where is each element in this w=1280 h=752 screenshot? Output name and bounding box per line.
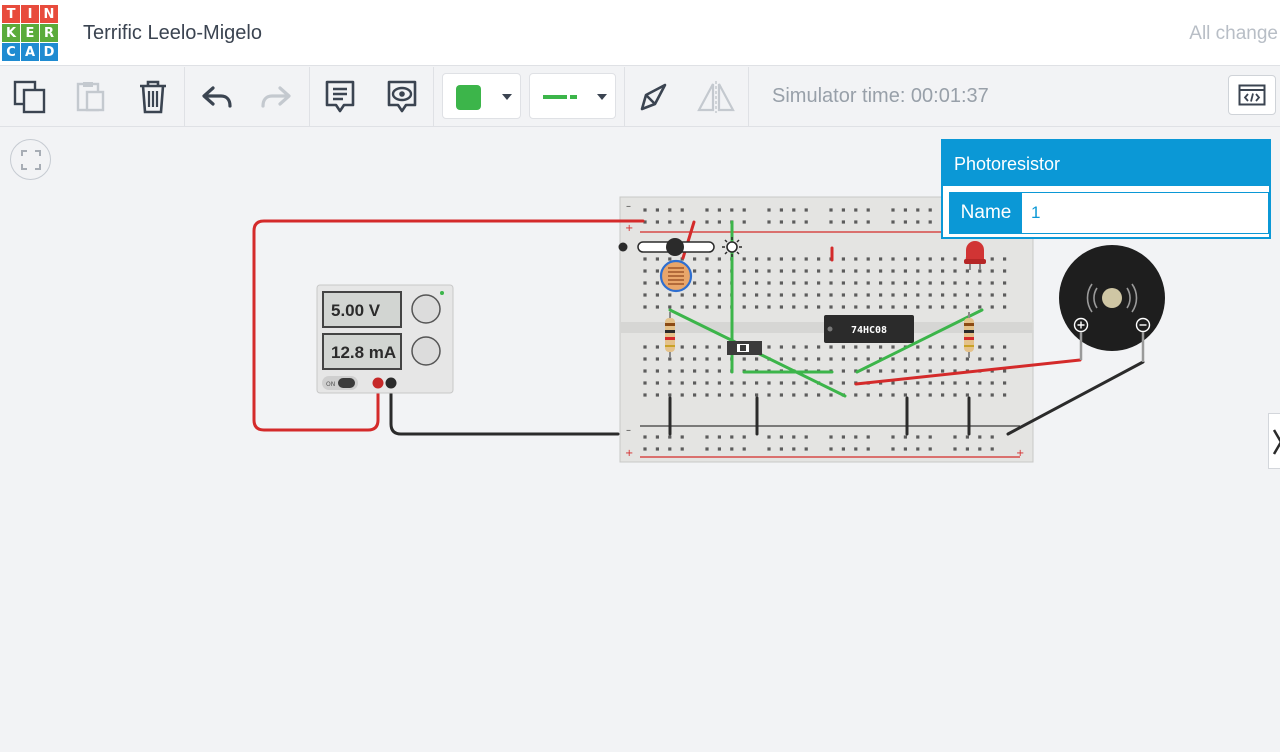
slide-switch[interactable] [727, 341, 762, 355]
light-slider[interactable] [618, 237, 743, 257]
undo-button[interactable] [195, 75, 239, 119]
resistor[interactable] [665, 312, 675, 358]
code-icon [1238, 84, 1266, 106]
voltage-readout: 5.00 V [331, 301, 381, 320]
piezo-buzzer[interactable] [1059, 245, 1165, 362]
copy-icon [13, 80, 46, 114]
color-picker[interactable] [442, 73, 521, 119]
wire-type-picker[interactable] [529, 73, 616, 119]
notes-button[interactable] [318, 75, 362, 119]
color-swatch [456, 85, 481, 110]
toolbar-divider [624, 67, 625, 127]
svg-text:+: + [625, 448, 633, 459]
photoresistor[interactable] [659, 259, 693, 293]
wire-red-supply [252, 219, 645, 432]
current-readout: 12.8 mA [331, 343, 396, 362]
paste-icon [76, 82, 105, 112]
paste-button[interactable] [68, 75, 112, 119]
design-title[interactable]: Terrific Leelo-Migelo [83, 22, 262, 44]
undo-icon [202, 86, 232, 108]
logo-letter: N [40, 5, 58, 23]
flip-icon [697, 81, 735, 113]
power-on-label: ON [326, 381, 335, 388]
inspector-panel: Photoresistor Name [941, 139, 1271, 239]
wire-black-buzzer [1006, 360, 1145, 436]
simulator-time: Simulator time: 00:01:37 [772, 85, 989, 107]
logo-letter: K [2, 24, 20, 42]
redo-button[interactable] [254, 75, 298, 119]
logo-letter: E [21, 24, 39, 42]
fit-view-icon [20, 149, 41, 170]
fit-view-button[interactable] [10, 139, 51, 180]
chevron-right-icon [1272, 429, 1280, 455]
delete-icon [140, 80, 166, 114]
notes-visibility-button[interactable] [380, 75, 424, 119]
led[interactable] [964, 241, 986, 270]
logo-letter: I [21, 5, 39, 23]
ic-label: 74HC08 [851, 325, 887, 336]
toolbar-divider [184, 67, 185, 127]
delete-button[interactable] [131, 75, 175, 119]
code-button[interactable] [1228, 75, 1276, 115]
chevron-down-icon [502, 94, 512, 100]
name-row: Name [949, 192, 1269, 234]
wire-green-4 [855, 308, 984, 374]
power-supply[interactable]: 5.00 V 12.8 mA ON [316, 284, 454, 394]
rotate-icon [640, 83, 667, 111]
wire-red-buzzer [854, 358, 1082, 386]
toolbar-divider [433, 67, 434, 127]
chevron-down-icon [597, 94, 607, 100]
toolbar: Simulator time: 00:01:37 [0, 67, 1280, 127]
svg-text:+: + [625, 223, 633, 234]
right-panel-toggle[interactable] [1268, 413, 1280, 469]
logo-letter: T [2, 5, 20, 23]
svg-text:–: – [626, 425, 631, 436]
tinkercad-logo[interactable]: T I N K E R C A D [2, 5, 58, 61]
flip-button[interactable] [694, 75, 738, 119]
logo-letter: R [40, 24, 58, 42]
sun-icon [726, 241, 738, 253]
rotate-button[interactable] [631, 75, 675, 119]
svg-text:–: – [626, 201, 631, 212]
redo-icon [261, 86, 291, 108]
logo-letter: D [40, 43, 58, 61]
toolbar-divider [309, 67, 310, 127]
top-bar: T I N K E R C A D Terrific Leelo-Migelo … [0, 0, 1280, 66]
logo-letter: A [21, 43, 39, 61]
name-label: Name [950, 193, 1022, 233]
ic-chip[interactable]: 74HC08 [824, 315, 914, 343]
notes-icon [325, 80, 355, 113]
logo-letter: C [2, 43, 20, 61]
wire-style-icon [543, 95, 577, 99]
inspector-title: Photoresistor [943, 141, 1269, 186]
notes-visibility-icon [387, 80, 417, 113]
svg-text:+: + [1016, 448, 1024, 459]
name-input[interactable] [1022, 193, 1268, 233]
save-status: All change [1189, 23, 1278, 44]
copy-button[interactable] [8, 75, 52, 119]
breadboard-holes [643, 208, 1007, 451]
wire-black-supply [389, 381, 620, 436]
toolbar-divider [748, 67, 749, 127]
resistor[interactable] [964, 312, 974, 358]
